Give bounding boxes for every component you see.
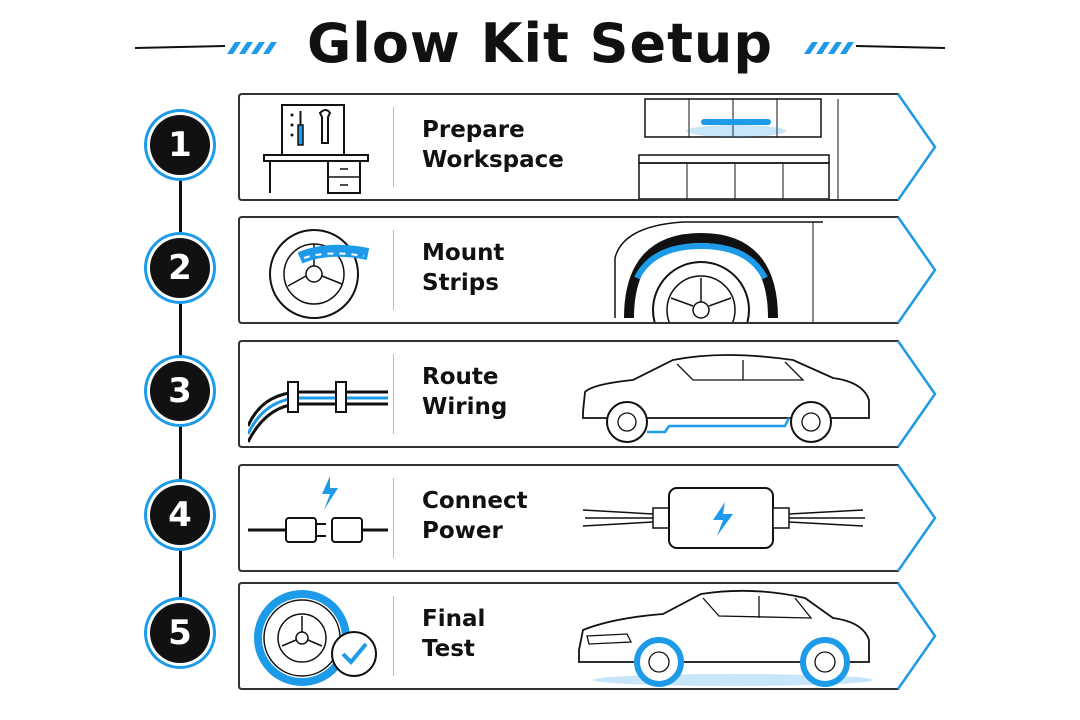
step-3-number: 3 bbox=[150, 361, 210, 421]
step-3-label: Route Wiring bbox=[422, 362, 602, 422]
step-2-card: Mount Strips bbox=[238, 216, 938, 324]
step-5-label: Final Test bbox=[422, 604, 602, 664]
car-side-wiring-icon bbox=[582, 354, 870, 443]
step-2-label: Mount Strips bbox=[422, 238, 602, 298]
step-2-label-line1: Mount bbox=[422, 240, 505, 266]
step-3-card: Route Wiring bbox=[238, 340, 938, 448]
glowing-car-icon bbox=[578, 589, 873, 687]
step-1-card: Prepare Workspace bbox=[238, 93, 938, 201]
step-4-divider bbox=[393, 478, 394, 558]
step-1-number: 1 bbox=[150, 115, 210, 175]
plug-connector-icon bbox=[248, 476, 388, 543]
step-1-label-line1: Prepare bbox=[422, 117, 525, 143]
wire-clips-icon bbox=[248, 381, 388, 443]
header: Glow Kit Setup bbox=[0, 8, 1080, 84]
step-4-label-line1: Connect bbox=[422, 488, 528, 514]
step-4-number: 4 bbox=[150, 485, 210, 545]
step-5-divider bbox=[393, 596, 394, 676]
step-4-label-line2: Power bbox=[422, 518, 503, 544]
step-3-label-line1: Route bbox=[422, 364, 499, 390]
step-3-frame bbox=[238, 340, 937, 448]
step-1-divider bbox=[393, 107, 394, 187]
power-box-icon bbox=[582, 487, 865, 549]
left-speed-stripes-icon bbox=[135, 42, 277, 54]
step-2-divider bbox=[393, 230, 394, 310]
wheel-check-icon bbox=[254, 590, 377, 686]
step-4-label: Connect Power bbox=[422, 486, 602, 546]
step-1-label-line2: Workspace bbox=[422, 147, 564, 173]
step-2-label-line2: Strips bbox=[422, 270, 499, 296]
step-3-divider bbox=[393, 354, 394, 434]
step-5-number: 5 bbox=[150, 603, 210, 663]
step-5-label-line1: Final bbox=[422, 606, 486, 632]
page-title: Glow Kit Setup bbox=[306, 12, 773, 75]
step-5-card: Final Test bbox=[238, 582, 938, 690]
step-2-number: 2 bbox=[150, 238, 210, 298]
wheel-strip-icon bbox=[269, 229, 370, 319]
right-speed-stripes-icon bbox=[804, 42, 945, 54]
step-4-card: Connect Power bbox=[238, 464, 938, 572]
garage-workspace-icon bbox=[638, 98, 839, 199]
step-5-label-line2: Test bbox=[422, 636, 475, 662]
wheel-arch-glow-icon bbox=[614, 221, 823, 322]
step-2-frame bbox=[238, 216, 937, 324]
step-1-label: Prepare Workspace bbox=[422, 115, 602, 175]
step-3-label-line2: Wiring bbox=[422, 394, 508, 420]
tool-board-icon bbox=[263, 104, 369, 194]
